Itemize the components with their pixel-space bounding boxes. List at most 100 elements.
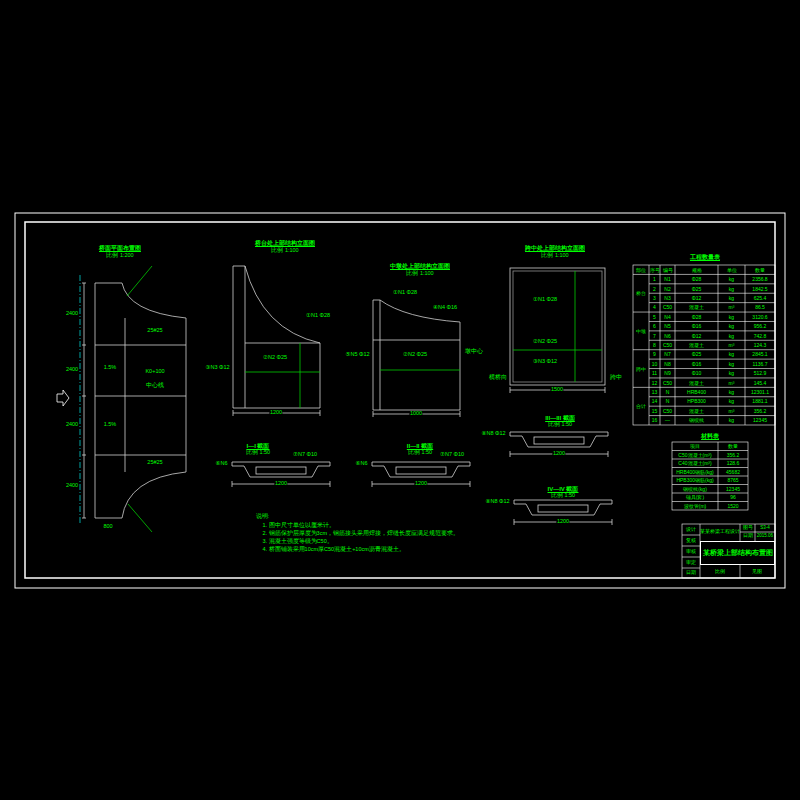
- table-cell: 1520: [727, 503, 739, 508]
- table-cell: 中墩: [636, 328, 647, 333]
- pier-elevation: [373, 300, 460, 410]
- table-cell: Φ10: [691, 371, 702, 376]
- table-cell: 混凝土: [689, 408, 705, 413]
- table-cell: kg: [728, 286, 734, 291]
- table-cell: N2: [664, 286, 671, 291]
- table-cell: 956.2: [753, 324, 767, 329]
- table-header: 数量: [755, 267, 766, 272]
- table-cell: 2845.1: [752, 352, 768, 357]
- quantity-table: [633, 349, 775, 350]
- table-cell: 8765: [727, 478, 739, 483]
- box-girder-section: [514, 500, 612, 525]
- scale-note: 比例 1:50: [547, 422, 572, 428]
- table-cell: kg: [728, 361, 734, 366]
- table-cell: 13: [651, 390, 658, 395]
- table-cell: kg: [728, 277, 734, 282]
- box-girder-section: [510, 432, 608, 447]
- material-table: [672, 442, 748, 510]
- title-block: [755, 524, 756, 541]
- table-cell: 1136.7: [752, 361, 768, 366]
- midspan-elevation: [510, 268, 605, 393]
- quantity-table: [633, 387, 775, 388]
- table-cell: 12345: [753, 418, 768, 423]
- table-cell: 124.3: [753, 343, 767, 348]
- plan-view: [57, 266, 186, 532]
- table-cell: 3: [653, 295, 657, 300]
- scale-note: 比例 1:100: [541, 253, 569, 259]
- plan-view: [95, 283, 186, 518]
- quantity-table: [649, 265, 650, 425]
- table-cell: 356.2: [726, 452, 740, 457]
- quantity-table: [649, 368, 775, 369]
- dimension: 1200: [274, 481, 287, 487]
- pier-elevation: [373, 340, 460, 341]
- dimension: 1200: [414, 481, 427, 487]
- callout: 25#25: [147, 460, 163, 466]
- title-block: [682, 524, 775, 578]
- table-cell: N6: [664, 333, 671, 338]
- title-block-cell: 日期: [686, 571, 697, 576]
- station-label: K0+100: [145, 369, 165, 375]
- abutment-elevation: [233, 266, 320, 408]
- table-cell: N3: [664, 295, 671, 300]
- table-cell: 6: [653, 324, 657, 329]
- note-heading: 说明:: [255, 514, 270, 520]
- callout: 中心线: [146, 383, 165, 389]
- quantity-table: [649, 406, 775, 407]
- box-girder-section: [514, 500, 612, 515]
- material-table: [672, 476, 748, 477]
- title-block-cell: 审核: [686, 549, 697, 554]
- plan-view: [82, 455, 86, 456]
- callout-number: ④N4 Φ16: [433, 305, 458, 311]
- table-cell: 15: [651, 408, 658, 413]
- table-cell: 12345: [726, 486, 741, 491]
- table-cell: HPB300: [687, 399, 707, 404]
- table-cell: 145.4: [753, 380, 767, 385]
- table-title: 材料表: [701, 433, 720, 439]
- table-cell: N5: [664, 324, 671, 329]
- abutment-elevation: [233, 266, 320, 416]
- table-cell: m³: [728, 343, 735, 348]
- quantity-table: [649, 396, 775, 397]
- dimension: 1500: [550, 387, 563, 393]
- box-girder-section: [510, 451, 511, 457]
- plan-view: [95, 396, 186, 397]
- table-cell: N1: [664, 277, 671, 282]
- dimension: 800: [103, 524, 113, 530]
- table-cell: HRB400: [687, 390, 707, 395]
- scale-note: 比例 1:100: [271, 248, 299, 254]
- dimension: 1200: [269, 410, 282, 416]
- direction-label: 横桥向: [488, 375, 507, 381]
- section-title: III—III 截面: [545, 415, 576, 421]
- table-cell: HPB300钢筋(kg): [676, 478, 714, 483]
- table-cell: 128.6: [726, 461, 740, 466]
- table-cell: kg: [728, 371, 734, 376]
- title-block-cell: 2015.06: [756, 534, 773, 539]
- box-girder-section: [608, 451, 609, 457]
- box-girder-section: [372, 462, 470, 477]
- material-table: [672, 442, 748, 510]
- table-cell: Φ25: [691, 286, 702, 291]
- quantity-table: [633, 265, 775, 425]
- title-block-cell: 审定: [686, 560, 697, 565]
- title-block-cell: S3-4: [760, 526, 771, 531]
- table-cell: Φ12: [691, 333, 702, 338]
- quantity-table: [649, 302, 775, 303]
- drawing-title: 某桥梁上部结构布置图: [703, 550, 773, 557]
- section-title: II—II 截面: [406, 443, 433, 449]
- box-girder-section: [232, 481, 233, 487]
- note-line: 3. 混凝土强度等级为C50。: [262, 539, 333, 545]
- midspan-elevation: [513, 350, 602, 351]
- quantity-table: [649, 321, 775, 322]
- table-cell: 跨中: [636, 366, 647, 371]
- table-cell: N: [665, 390, 670, 395]
- table-cell: 混凝土: [689, 343, 705, 348]
- table-cell: HRB400钢筋(kg): [676, 469, 715, 474]
- title-box: 某桥梁上部结构布置图: [700, 541, 775, 565]
- table-cell: kg: [728, 295, 734, 300]
- table-cell: kg: [728, 333, 734, 338]
- table-cell: 7: [653, 333, 657, 338]
- quantity-table: [649, 377, 775, 378]
- dimension: 2400: [65, 483, 78, 489]
- table-cell: 混凝土: [689, 305, 705, 310]
